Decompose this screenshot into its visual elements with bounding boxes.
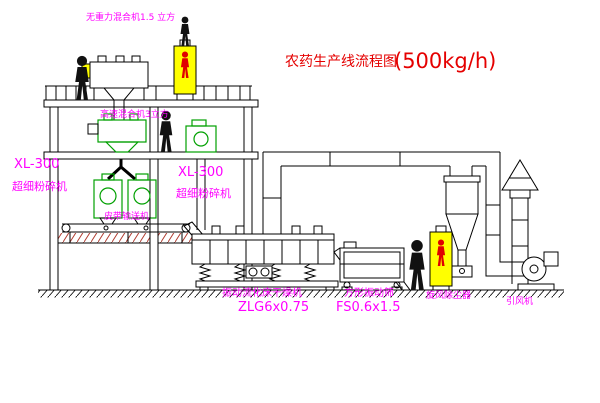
- fan-motor: [543, 251, 559, 267]
- worker-figure-ground: [409, 240, 425, 290]
- mill-right-machine: [127, 173, 157, 225]
- chimney-stack: [501, 159, 539, 284]
- label-mill-left-model: XL-300: [14, 157, 59, 172]
- label-gravity-mixer: 无重力混合机1.5 立方: [86, 11, 175, 23]
- control-cabinet-right: [429, 225, 453, 290]
- label-fan: 引风机: [506, 295, 533, 307]
- mill-center-machine: [185, 119, 217, 230]
- fluid-bed-dryer: [183, 221, 349, 291]
- vibration-motor: [245, 265, 273, 279]
- conveyor-pit-hatch: [58, 233, 192, 244]
- ground-line: [38, 289, 564, 298]
- label-mill-center-name: 超细粉碎机: [176, 186, 231, 200]
- vibrating-sieve: [339, 241, 411, 291]
- spring: [233, 263, 247, 282]
- rotary-valve: [451, 265, 473, 278]
- label-dryer-model: ZLG6x0.75: [238, 300, 309, 315]
- sieve-inlet: [343, 241, 357, 249]
- control-cabinet-top: [173, 39, 197, 100]
- rain-cap: [501, 159, 539, 191]
- diagram-title: 农药生产线流程图: [285, 54, 397, 70]
- label-sieve-model: FS0.6x1.5: [336, 300, 401, 315]
- worker-figure-top: [75, 55, 89, 100]
- mill-left-machine: [93, 173, 123, 225]
- cyclone-separator: [443, 175, 481, 278]
- spring: [198, 263, 212, 282]
- label-sieve-name: 方形振动筛: [344, 286, 394, 299]
- gravity-mixer: [81, 55, 149, 121]
- label-dryer-name: 振动流化床干燥机: [222, 286, 302, 299]
- high-speed-mixer: [87, 113, 147, 181]
- y-splitter-pipe: [106, 159, 136, 181]
- diagram-title-capacity: (500kg/h): [394, 49, 496, 73]
- label-belt-conveyor: 皮带输送机: [104, 210, 149, 222]
- label-high-speed-mixer: 高速混合机3立方: [100, 108, 169, 120]
- belt-conveyor: [61, 223, 191, 243]
- sieve-outlet-spout: [395, 281, 411, 291]
- exhaust-duct: [262, 151, 524, 277]
- label-mill-left-name: 超细粉碎机: [12, 179, 67, 193]
- spring: [303, 263, 317, 282]
- label-cyclone: 旋风除尘器: [426, 289, 471, 301]
- induced-draft-fan: [517, 251, 559, 291]
- label-mill-center-model: XL-300: [178, 165, 223, 180]
